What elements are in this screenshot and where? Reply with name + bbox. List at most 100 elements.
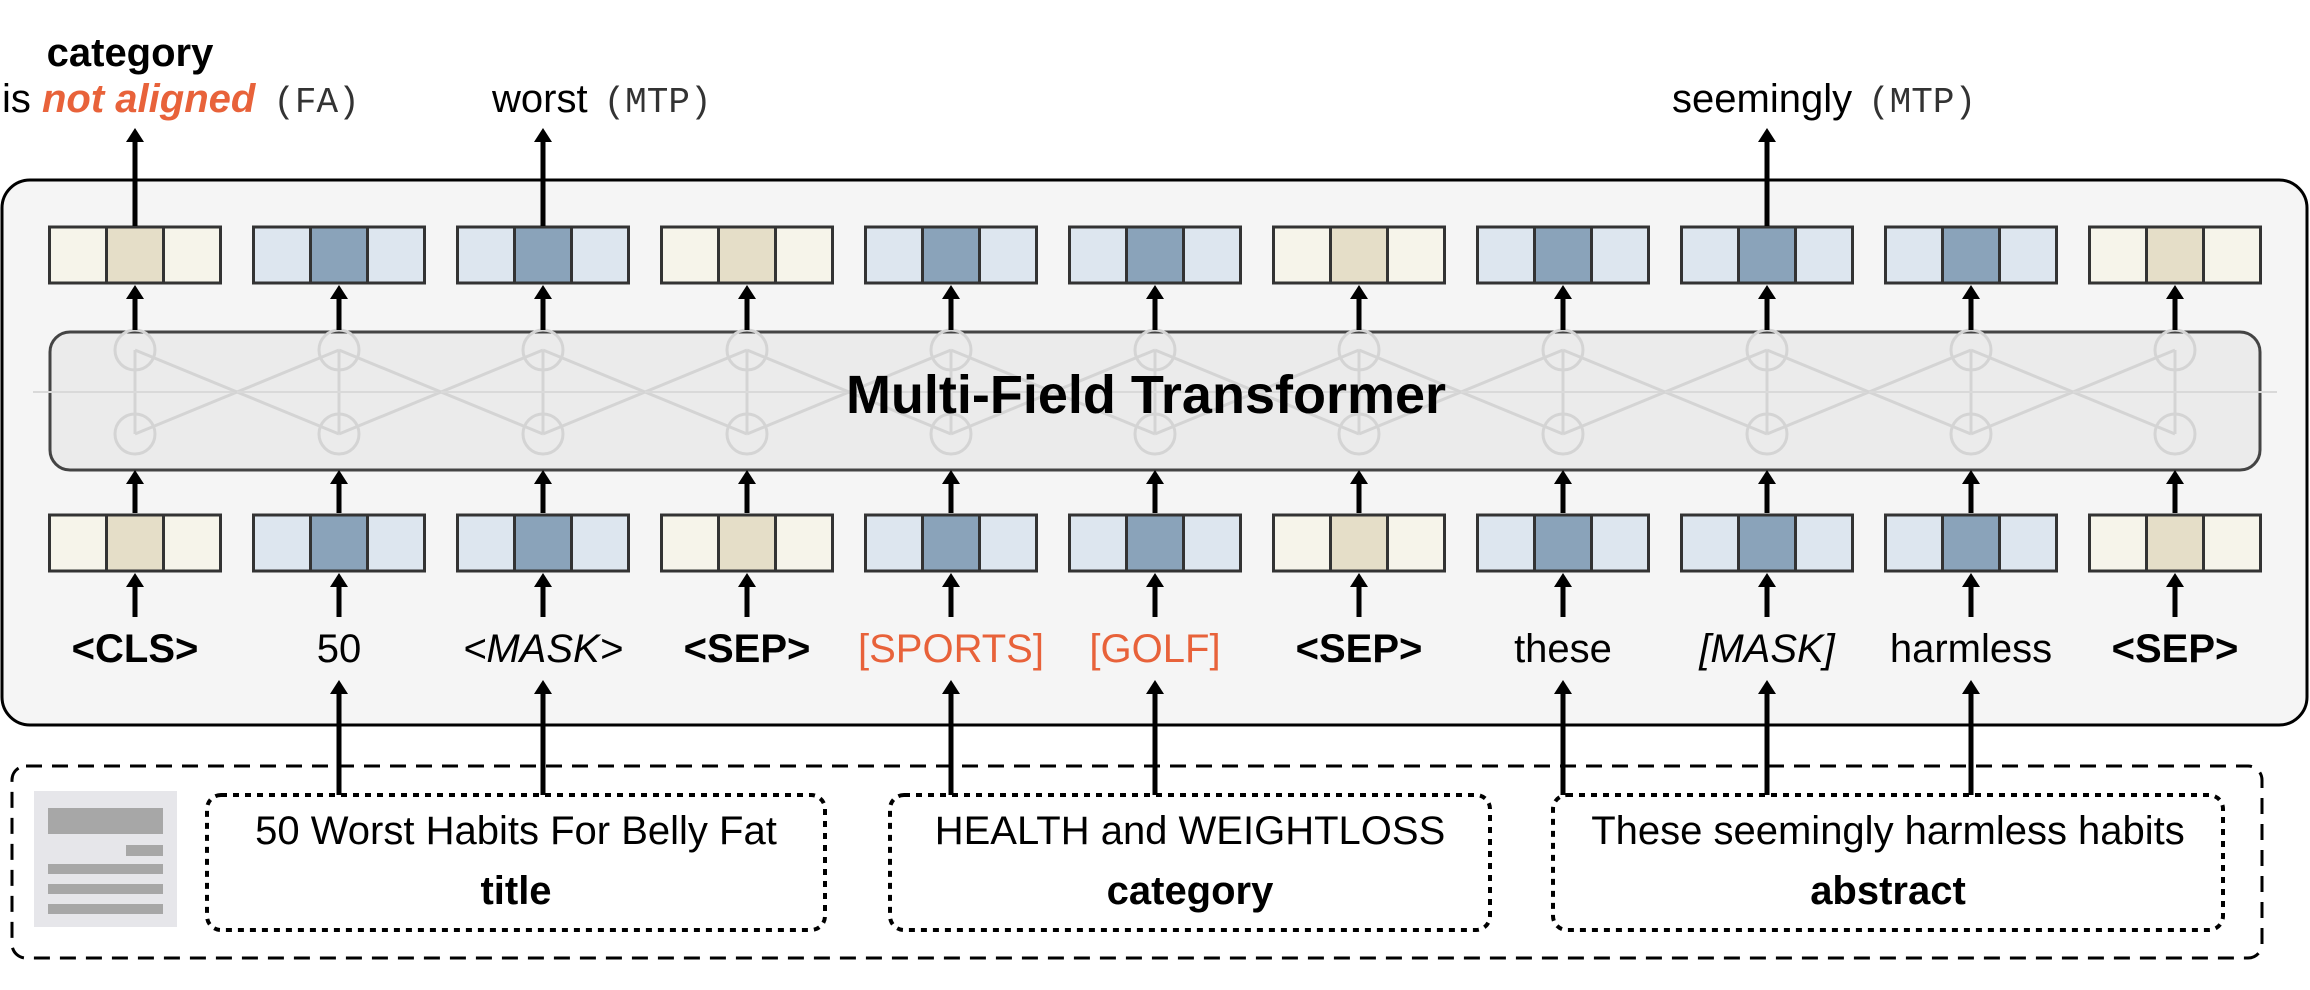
output-mask2-word: seemingly [1672,77,1852,121]
network-node [317,412,361,456]
token-1: 50 [317,627,362,671]
arrow-head [942,680,960,694]
arrow-head [1758,470,1776,484]
network-node [113,412,157,456]
embedding-cell [1386,225,1446,285]
field-abstract: These seemingly harmless habits abstract [1551,793,2225,932]
embedding-cell [1941,513,2001,573]
arrow-head [1350,470,1368,484]
embedding-cell [309,225,369,285]
arrow-head [1962,680,1980,694]
embedding-cell [717,225,777,285]
embedding-cell [1125,225,1185,285]
embedding-cell [1998,513,2058,573]
network-node [1949,412,1993,456]
embedding-cell [1476,513,1536,573]
embedding-cell [570,225,630,285]
network-node [1541,412,1585,456]
transformer-label: Multi-Field Transformer [846,365,1446,425]
embedding-vector [1476,513,1650,573]
embedding-cell [456,513,516,573]
output-cls-highlight: not aligned [42,77,257,121]
embedding-cell [1533,513,1593,573]
embedding-cell [105,225,165,285]
embedding-vector [660,225,834,285]
embedding-cell [864,225,924,285]
token-7: these [1514,627,1612,671]
embedding-vector [456,225,630,285]
svg-text:seemingly(MTP): seemingly(MTP) [1672,77,1976,123]
field-title-text: 50 Worst Habits For Belly Fat [255,809,777,853]
token-4: [SPORTS] [858,627,1044,671]
embedding-cell [105,513,165,573]
arrow-head [1758,573,1776,587]
field-category-text: HEALTH and WEIGHTLOSS [935,809,1446,853]
output-arrows [126,128,1776,226]
arrow-head [1554,573,1572,587]
arrow-head [330,573,348,587]
embedding-cell [366,225,426,285]
embedding-cell [2202,513,2262,573]
embedding-cell [2145,513,2205,573]
embedding-cell [1533,225,1593,285]
arrow-head [2166,470,2184,484]
embedding-vector [1680,513,1854,573]
output-mask1-tag: (MTP) [604,82,712,123]
arrow-head [1962,573,1980,587]
embedding-cell [252,225,312,285]
network-node [1133,412,1177,456]
embedding-vector [2088,513,2262,573]
token-5: [GOLF] [1089,627,1220,671]
embedding-cell [660,513,720,573]
embedding-vector [1272,513,1446,573]
token-10: <SEP> [2112,627,2239,671]
embedding-cell [1125,513,1185,573]
arrow-head [126,470,144,484]
embedding-vector [456,513,630,573]
embedding-cell [162,513,222,573]
arrow-head [330,285,348,299]
embedding-vector [1068,513,1242,573]
arrow-head [1962,285,1980,299]
arrow-head [2166,285,2184,299]
arrow-head [1962,470,1980,484]
embedding-vector [48,225,222,285]
arrow-head [330,470,348,484]
embedding-cell [1998,225,2058,285]
embedding-cell [456,225,516,285]
arrow-head [534,285,552,299]
embedding-vector [660,513,834,573]
arrow-head [2166,573,2184,587]
token-3: <SEP> [684,627,811,671]
field-abstract-text: These seemingly harmless habits [1591,809,2185,853]
token-6: <SEP> [1296,627,1423,671]
embedding-vector [1476,225,1650,285]
embedding-vector [864,225,1038,285]
embedding-cell [2202,225,2262,285]
token-2: <MASK> [463,627,623,671]
token-columns: <CLS>50<MASK><SEP>[SPORTS][GOLF]<SEP>the… [48,225,2262,671]
arrow-head [1146,680,1164,694]
arrow-head [1758,680,1776,694]
embedding-cell [1182,225,1242,285]
embedding-cell [309,513,369,573]
arrow-head [1554,470,1572,484]
arrow-head [1758,285,1776,299]
embedding-cell [252,513,312,573]
network-node [929,412,973,456]
embedding-cell [1476,225,1536,285]
embedding-cell [48,513,108,573]
network-lines [33,328,2277,456]
arrow-head [1350,573,1368,587]
embedding-cell [1737,225,1797,285]
network-node [1337,412,1381,456]
embedding-cell [1386,513,1446,573]
embedding-cell [513,225,573,285]
embedding-cell [717,513,777,573]
embedding-vector [2088,225,2262,285]
network-node [1745,412,1789,456]
field-title-label: title [480,869,551,913]
arrow-head [1146,573,1164,587]
arrow-head [738,470,756,484]
output-mask1-word: worst [491,77,588,121]
